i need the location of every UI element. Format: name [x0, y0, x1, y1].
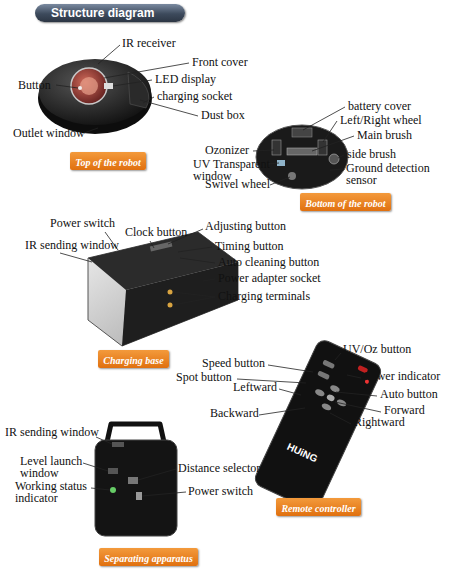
separating-apparatus [95, 440, 177, 536]
part-label: Power switch [50, 217, 115, 229]
part-label: Speed button [202, 357, 265, 369]
leader-lines [56, 45, 381, 496]
part-label: charging socket [157, 90, 232, 102]
part-label: Power indicator [364, 370, 440, 382]
part-label: Backward [210, 407, 259, 419]
part-label: Timing button [215, 240, 284, 252]
section-tag: Bottom of the robot [300, 193, 391, 211]
tag-text: Charging base [103, 354, 163, 367]
part-label: battery cover [348, 100, 411, 112]
part-label: Swivel wheel [205, 178, 270, 190]
part-label: Ground detection sensor [346, 162, 442, 186]
section-tag: Remote controller [276, 498, 361, 516]
handle [107, 424, 164, 442]
robot-top [39, 59, 151, 125]
part-label: Adjusting button [205, 220, 286, 232]
part-label: Button [18, 79, 51, 91]
led-display [104, 83, 113, 89]
part-label: Working status indicator [15, 480, 95, 504]
part-label: Forward [384, 404, 425, 416]
section-tag: Charging base [98, 350, 169, 368]
part-label: Outlet window [13, 127, 85, 139]
part-label: Rightward [354, 416, 405, 428]
part-label: Dust box [201, 109, 245, 121]
part-label: Spot button [176, 371, 232, 383]
part-label: Level launch window [20, 455, 84, 479]
part-label: Clock button [125, 226, 187, 238]
part-label: Power adapter socket [218, 272, 321, 284]
part-label: Leftward [233, 381, 277, 393]
part-label: Main brush [357, 129, 412, 141]
part-label: IR sending window [25, 239, 119, 251]
part-label: Auto button [380, 388, 438, 400]
part-label: Power switch [188, 485, 253, 497]
part-label: Auto cleaning button [218, 256, 319, 268]
title-text: Structure diagram [35, 4, 185, 22]
button [78, 86, 82, 90]
part-label: Distance selector [178, 462, 260, 474]
part-label: Charging terminals [218, 290, 310, 302]
tag-text: Top of the robot [75, 156, 140, 169]
part-label: IR receiver [122, 37, 176, 49]
section-tag: Separating apparatus [99, 548, 198, 566]
part-label: Left/Right wheel [340, 114, 422, 126]
dust-box [128, 72, 149, 108]
part-label: Ozonizer [205, 144, 249, 156]
front-cover [71, 68, 107, 104]
tag-text: Separating apparatus [104, 552, 193, 565]
tag-text: Remote controller [281, 502, 355, 515]
part-label: side brush [347, 148, 396, 160]
part-label: Front cover [192, 56, 248, 68]
part-label: LED display [155, 73, 216, 85]
tag-text: Bottom of the robot [305, 197, 385, 210]
part-label: UV/Oz button [343, 343, 411, 355]
section-tag: Top of the robot [70, 152, 146, 170]
part-label: IR sending window [5, 426, 99, 438]
title-bar: Structure diagram [35, 4, 185, 22]
